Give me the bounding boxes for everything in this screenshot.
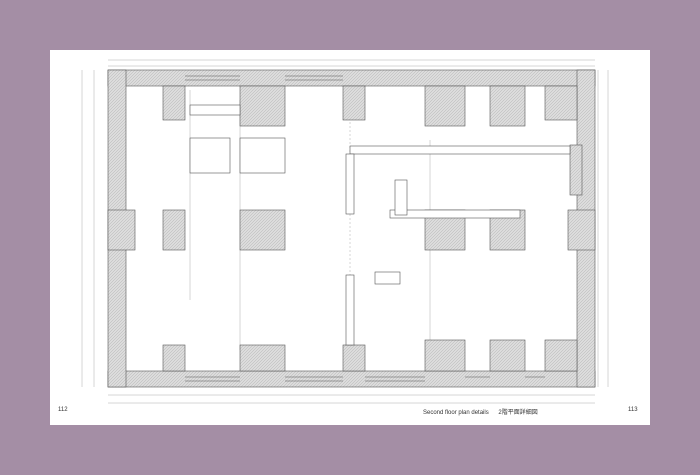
book-spread: 112 Second floor plan details 2階平面詳細図 11… [50, 50, 650, 425]
floor-plan-drawing [81, 59, 609, 404]
plan-caption: Second floor plan details 2階平面詳細図 [423, 407, 546, 416]
caption-english: Second floor plan details [423, 410, 489, 416]
page-number-right: 113 [628, 407, 638, 413]
outer-walls [107, 69, 596, 388]
page-number-left: 112 [58, 407, 68, 413]
caption-japanese: 2階平面詳細図 [498, 410, 538, 416]
windows [185, 75, 545, 382]
interior-partitions [189, 104, 571, 346]
